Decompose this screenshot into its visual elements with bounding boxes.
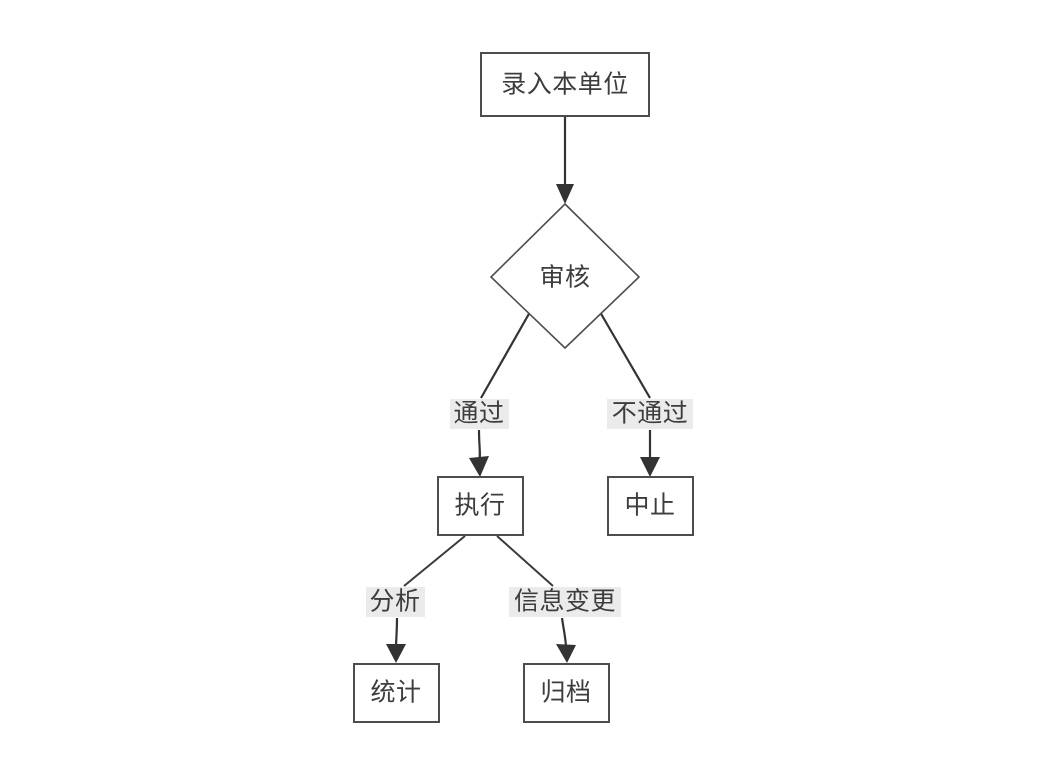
node-review[interactable]: 审核 [489, 202, 641, 350]
edge-line-lower [394, 617, 399, 649]
edge-line-lower [560, 617, 568, 649]
edge-line-upper [599, 311, 651, 399]
edge-review-to-execute [469, 311, 531, 477]
arrow-head-icon [556, 184, 574, 204]
edge-execute-to-archive [496, 535, 576, 663]
edge-label-pass: 通过 [450, 399, 509, 429]
edge-line-upper [480, 311, 531, 399]
arrow-head-icon [556, 644, 576, 663]
node-review-label: 审核 [539, 264, 590, 292]
node-entry-label: 录入本单位 [501, 71, 629, 99]
edge-label-info-change: 信息变更 [509, 587, 621, 617]
edge-line-upper [403, 535, 466, 587]
edge-line-upper [496, 535, 554, 587]
edge-label-info-change-bg [509, 587, 621, 617]
edge-label-analysis-text: 分析 [369, 588, 420, 616]
node-entry-shape [480, 52, 650, 117]
node-execute[interactable]: 执行 [437, 476, 524, 536]
edge-label-pass-bg [450, 399, 509, 429]
edge-label-pass-text: 通过 [453, 400, 504, 428]
edge-label-analysis-bg [366, 587, 425, 617]
node-execute-label: 执行 [454, 492, 505, 520]
edge-label-fail-bg [607, 399, 693, 429]
node-terminate-shape [607, 476, 694, 536]
arrow-head-icon [386, 644, 406, 663]
node-terminate[interactable]: 中止 [607, 476, 694, 536]
arrow-head-icon [640, 457, 660, 477]
node-terminate-label: 中止 [624, 492, 675, 520]
node-archive-shape [523, 663, 610, 723]
node-statistics[interactable]: 统计 [353, 663, 440, 723]
edge-label-info-change-text: 信息变更 [514, 588, 616, 616]
edge-label-fail: 不通过 [607, 399, 693, 429]
edge-entry-to-review [556, 117, 574, 204]
edge-review-to-terminate [599, 311, 660, 477]
edge-label-analysis: 分析 [366, 587, 425, 617]
node-entry[interactable]: 录入本单位 [480, 52, 650, 117]
node-execute-shape [437, 476, 524, 536]
node-statistics-shape [353, 663, 440, 723]
arrow-head-icon [469, 456, 489, 477]
node-review-shape [489, 202, 641, 350]
node-statistics-label: 统计 [370, 679, 421, 707]
node-archive[interactable]: 归档 [523, 663, 610, 723]
edge-execute-to-statistics [386, 535, 466, 663]
edge-label-fail-text: 不通过 [612, 400, 689, 428]
node-archive-label: 归档 [540, 679, 591, 707]
